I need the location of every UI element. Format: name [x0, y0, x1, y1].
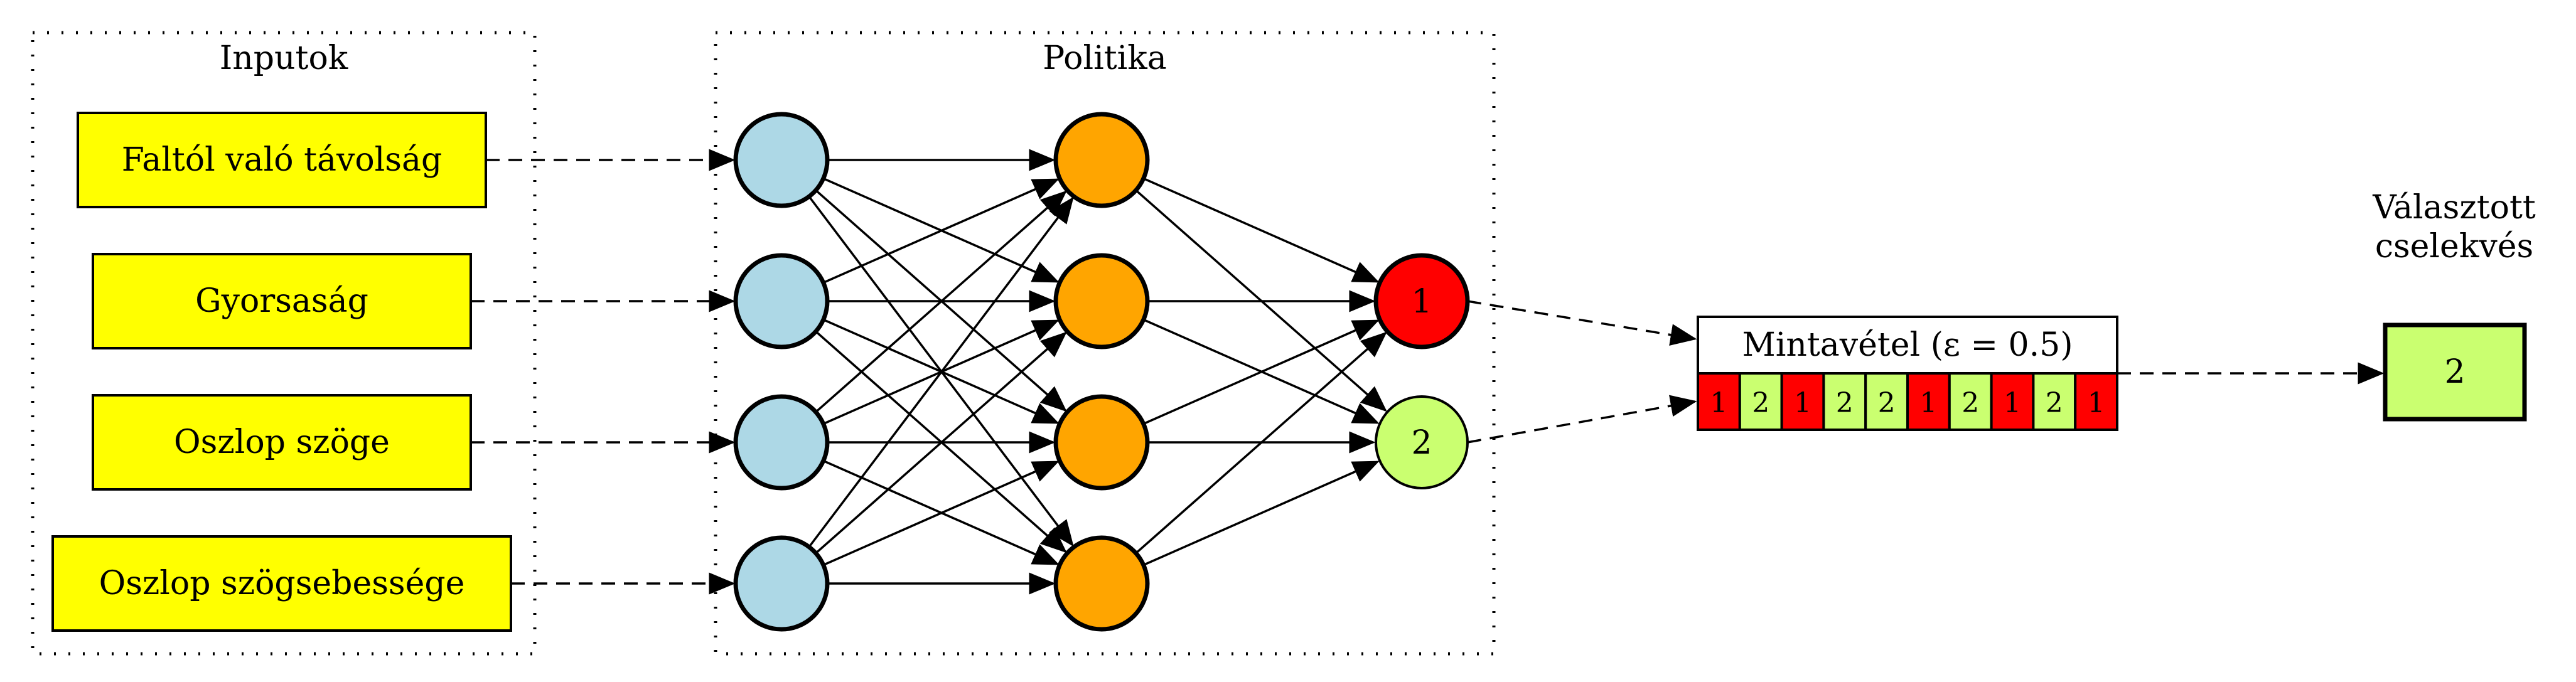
input-label-speed: Gyorsaság: [195, 282, 368, 320]
sampler-cell-label: 1: [1710, 387, 1727, 419]
sampler-cell: [1697, 372, 1741, 431]
layer1-to-layer2-edge: [815, 331, 1067, 555]
output-to-sampler-edge: [1467, 395, 1697, 444]
sampler-cell-label: 2: [1962, 387, 1979, 419]
sampler-label: Mintavétel (ε = 0.5): [1742, 326, 2073, 364]
layer2-neuron: [1053, 394, 1150, 491]
layer2-neuron: [1053, 535, 1150, 632]
chosen-action-title-line2: cselekvés: [2375, 228, 2533, 265]
chosen-action-title-line1: Választott: [2372, 189, 2536, 226]
input-box-pole-angle: [92, 394, 472, 491]
sampler-cell-label: 1: [2004, 387, 2021, 419]
chosen-action-value: 2: [2444, 353, 2465, 391]
sampler-cell-label: 2: [1752, 387, 1769, 419]
sampler-cell: [2074, 372, 2118, 431]
output-neuron-1: [1373, 253, 1470, 349]
layer2-neuron: [1053, 253, 1150, 349]
input-label-pole-angular-velocity: Oszlop szögsebessége: [99, 565, 465, 602]
output-neuron-2: [1375, 395, 1469, 489]
inputs-cluster: [31, 31, 537, 656]
layer1-neuron: [733, 394, 830, 491]
sampler-cell: [1906, 372, 1951, 431]
sampler-cell: [1864, 372, 1909, 431]
sampler-cell-label: 2: [1836, 387, 1854, 419]
output-label-1: 1: [1411, 283, 1432, 321]
input-node: Gyorsaság: [92, 253, 472, 349]
layer2-to-output-edge: [1143, 319, 1380, 425]
layer1-to-layer2-edge: [808, 196, 1074, 548]
sampler-cell: [1822, 372, 1867, 431]
input-node: Oszlop szöge: [92, 394, 472, 491]
layer2-to-output-edge: [1143, 177, 1380, 283]
sampler-cell-label: 2: [2046, 387, 2063, 419]
layer1-neuron: [733, 112, 830, 208]
output-to-sampler-edge: [1467, 300, 1697, 346]
sampler-cell: [2032, 372, 2077, 431]
sampler-header: [1697, 316, 2118, 375]
output-label-2: 2: [1411, 424, 1432, 462]
layer2-neuron: [1053, 112, 1150, 208]
sampler-cell-label: 1: [2088, 387, 2105, 419]
inputs-cluster-label: Inputok: [220, 40, 348, 77]
input-box-pole-angular-velocity: [51, 535, 512, 632]
layer1-to-layer2-edge: [823, 178, 1060, 284]
layer1-neuron: [733, 535, 830, 632]
input-node: Oszlop szögsebessége: [51, 535, 512, 632]
input-box-distance: [77, 112, 487, 208]
sampler-cell-label: 1: [1919, 387, 1937, 419]
input-label-pole-angle: Oszlop szöge: [174, 424, 390, 461]
layer1-neuron: [733, 253, 830, 349]
sampler-cell-label: 1: [1794, 387, 1811, 419]
layer1-to-layer2-edge: [815, 190, 1067, 413]
chosen-action-box: [2383, 322, 2527, 422]
layer2-to-output-edge: [1135, 331, 1387, 555]
sampler-cell: [1738, 372, 1783, 431]
edges-layer: [471, 149, 2385, 595]
sampler-cell: [1948, 372, 1993, 431]
input-label-distance: Faltól való távolság: [122, 141, 443, 179]
layer1-to-layer2-edge: [823, 461, 1060, 567]
policy-cluster-label: Politika: [1043, 40, 1167, 77]
input-box-speed: [92, 253, 472, 349]
layer2-to-output-edge: [1143, 461, 1380, 567]
sampler-cell-label: 2: [1878, 387, 1896, 419]
sampler-cell: [1780, 372, 1825, 431]
input-node: Faltól való távolság: [77, 112, 487, 208]
